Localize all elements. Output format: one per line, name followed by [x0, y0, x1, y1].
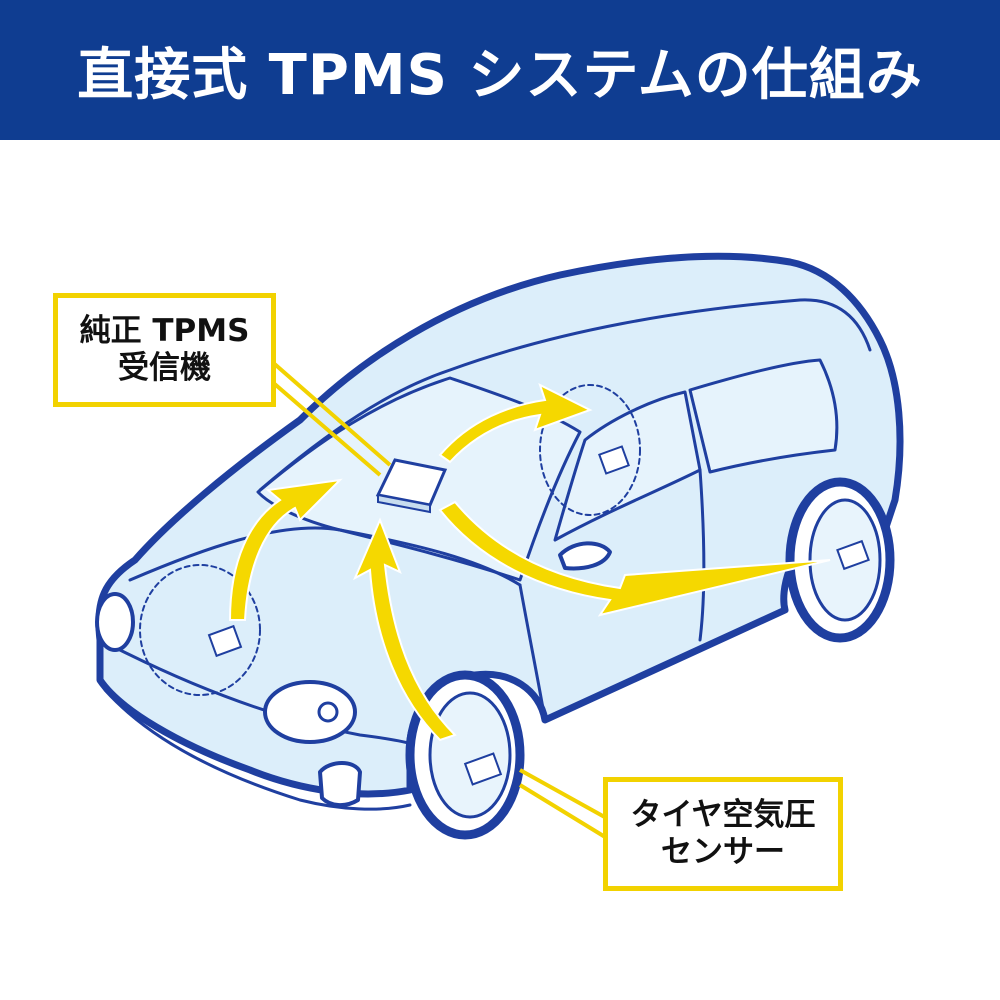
- receiver-callout-line2: 受信機: [118, 350, 211, 386]
- lightning-signal-icon: [352, 517, 457, 742]
- tire-sensor-icon: [598, 445, 630, 475]
- receiver-callout-line1: 純正 TPMS: [79, 312, 250, 349]
- page-title: 直接式 TPMS システムの仕組み: [77, 42, 923, 108]
- rear-side-window: [688, 358, 839, 474]
- door-line: [518, 468, 706, 722]
- front-wheel-rim: [428, 691, 512, 819]
- receiver-callout: 純正 TPMS 受信機: [53, 293, 276, 407]
- lightning-signal-icon: [438, 500, 831, 617]
- right-headlight: [263, 680, 357, 744]
- callout-pointers: [268, 358, 612, 842]
- lightning-signal-icon: [228, 478, 343, 621]
- tire-sensor-icon: [207, 624, 243, 658]
- left-headlight: [95, 592, 135, 652]
- receiver-box-icon: [375, 458, 448, 514]
- hidden-front-left-wheel: [139, 564, 261, 696]
- tire-sensor-icon: [463, 752, 503, 786]
- hood-line: [128, 526, 522, 587]
- lower-grille: [318, 761, 362, 807]
- front-bumper: [103, 688, 412, 811]
- hidden-rear-left-wheel: [539, 384, 641, 516]
- title-banner: 直接式 TPMS システムの仕組み: [0, 0, 1000, 140]
- roof-line: [258, 298, 872, 492]
- sensor-callout: タイヤ空気圧 センサー: [603, 777, 843, 891]
- receiver-pointer: [268, 358, 392, 477]
- lightning-signal-icon: [438, 383, 593, 464]
- tpms-diagram: [95, 252, 904, 842]
- side-mirror: [558, 541, 612, 571]
- signal-bolts: [228, 383, 831, 742]
- sensor-callout-line2: センサー: [661, 834, 785, 870]
- sensor-pointer: [518, 768, 612, 842]
- sensor-callout-line1: タイヤ空気圧: [630, 796, 816, 833]
- tire-sensor-icon: [836, 539, 870, 571]
